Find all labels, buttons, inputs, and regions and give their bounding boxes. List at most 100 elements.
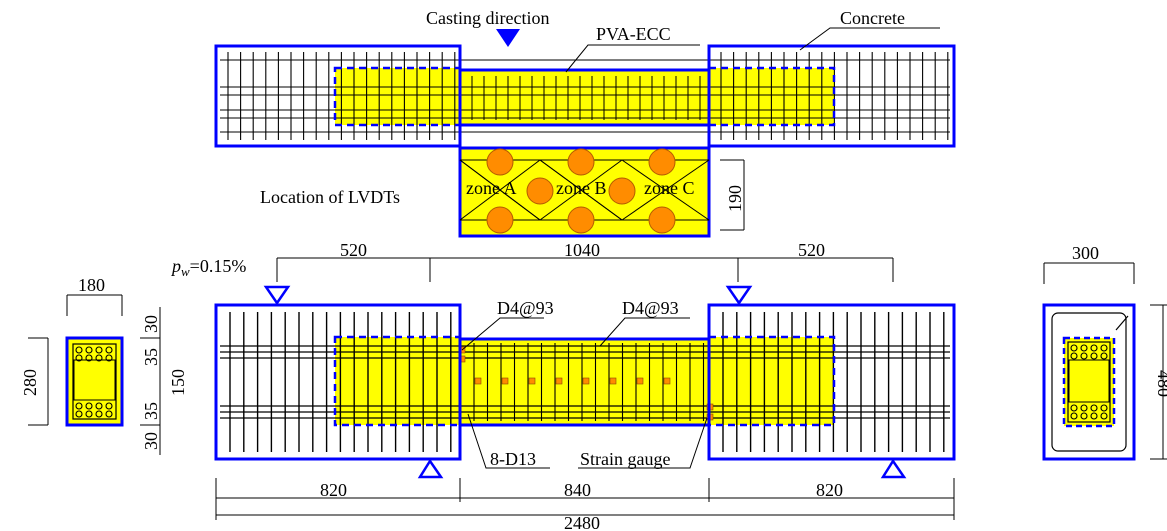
sec-large-inner-stirrup (1067, 341, 1111, 423)
lvdt-location-label: Location of LVDTs (260, 187, 400, 207)
seg-right-820: 820 (816, 480, 843, 500)
section-bar (1070, 412, 1078, 420)
section-bar (85, 410, 93, 418)
section-bar (95, 354, 103, 362)
sec-small-core (73, 359, 116, 401)
zone-c-label: zone C (644, 178, 694, 198)
section-bar (1090, 344, 1098, 352)
elev-ecc-boundary-left (333, 335, 462, 427)
lvdt-dim-190: 190 (725, 185, 745, 212)
sec-large-height-480: 480 (1154, 370, 1167, 397)
plan-view: Casting direction PVA-ECC Concrete (214, 8, 956, 148)
section-large: 300 480 (1042, 243, 1167, 461)
section-bar (1080, 352, 1088, 360)
section-bar (1070, 404, 1078, 412)
lvdt-sensor (567, 148, 595, 176)
section-bar (85, 354, 93, 362)
seg-left-820: 820 (320, 480, 347, 500)
lvdt-sensor (608, 177, 636, 205)
sec-large-inner-core (1068, 359, 1110, 403)
elevation-rebars (220, 312, 950, 452)
stirrup-right-label: D4@93 (622, 298, 679, 318)
support-right (880, 458, 907, 479)
main-bar-leader (467, 413, 550, 469)
sec-large-ecc-core (1062, 336, 1116, 428)
pva-ecc-label: PVA-ECC (596, 24, 671, 44)
lvdt-sensor (486, 148, 514, 176)
sec-large-bars (1070, 344, 1108, 420)
section-bar (1090, 412, 1098, 420)
casting-direction-arrow (496, 29, 520, 47)
section-bar (85, 346, 93, 354)
section-bar (1100, 412, 1108, 420)
sec-small-d1-30: 30 (141, 315, 161, 333)
span-left-520: 520 (340, 240, 367, 260)
concrete-leader (799, 27, 940, 51)
section-bar (1100, 344, 1108, 352)
sec-small-d4-35: 35 (141, 402, 161, 420)
section-bar (1080, 344, 1088, 352)
strain-gauge-mark (501, 377, 509, 385)
plan-ecc-boundary-left (333, 66, 462, 127)
sec-small-stirrup (72, 343, 117, 420)
strain-gauge-leader (578, 417, 708, 469)
section-bar (105, 402, 113, 410)
section-bar (1070, 352, 1078, 360)
total-2480: 2480 (564, 513, 600, 531)
lvdt-diagonal (621, 159, 710, 221)
sec-small-d5-30: 30 (141, 432, 161, 450)
span-right-520: 520 (798, 240, 825, 260)
stirrup-left-leader (461, 317, 544, 351)
elevation-view: D4@93 D4@93 8-D13 Strain gauge (214, 285, 956, 479)
pva-ecc-leader (565, 44, 700, 73)
lvdt-diagonal (459, 159, 541, 221)
span-dimensions: 520 1040 520 pw=0.15% (170, 240, 894, 282)
section-bar (75, 346, 83, 354)
sec-small-outline (65, 336, 124, 427)
lvdt-zone: zone A zone B zone C Location of LVDTs 1… (260, 146, 745, 238)
lvdt-sensor (526, 177, 554, 205)
section-bar (95, 346, 103, 354)
sec-large-stirrup (1051, 312, 1127, 452)
section-bar (105, 410, 113, 418)
section-bar (105, 346, 113, 354)
stirrup-left-label: D4@93 (497, 298, 554, 318)
pw-subscript: w (181, 264, 190, 279)
section-bar (1070, 344, 1078, 352)
lvdt-sensors (486, 148, 676, 234)
span-mid-1040: 1040 (564, 240, 600, 260)
sec-small-width-180: 180 (78, 275, 105, 295)
pw-value: =0.15% (190, 256, 247, 276)
lvdt-diagonal (539, 159, 623, 221)
section-bar (75, 410, 83, 418)
zone-a-label: zone A (466, 178, 516, 198)
section-bar (75, 354, 83, 362)
section-bar (1080, 404, 1088, 412)
section-bar (105, 354, 113, 362)
stirrup-right-leader (599, 317, 690, 347)
casting-direction-label: Casting direction (426, 8, 549, 28)
section-bar (1090, 352, 1098, 360)
pw-label: pw=0.15% (170, 256, 246, 279)
lvdt-sensor (567, 206, 595, 234)
plan-ecc-left (335, 68, 460, 125)
support-left (417, 458, 444, 479)
sec-small-bars (75, 346, 113, 418)
seg-mid-840: 840 (564, 480, 591, 500)
elev-ecc-boundary-right (707, 335, 836, 427)
strain-gauge-mark (582, 377, 590, 385)
load-point-left (263, 285, 291, 306)
strain-gauge-mark (474, 377, 482, 385)
strain-gauge-label: Strain gauge (580, 449, 670, 469)
strain-gauge-mark (663, 377, 671, 385)
section-bar (75, 402, 83, 410)
lvdt-sensor (648, 206, 676, 234)
strain-gauge-mark (528, 377, 536, 385)
main-bar-label: 8-D13 (490, 449, 536, 469)
section-bar (1090, 404, 1098, 412)
strain-gauge-mark (609, 377, 617, 385)
strain-gauge-mark (636, 377, 644, 385)
bottom-dimensions: 820 840 820 2480 (215, 478, 955, 531)
section-bar (95, 410, 103, 418)
zone-b-label: zone B (556, 178, 606, 198)
